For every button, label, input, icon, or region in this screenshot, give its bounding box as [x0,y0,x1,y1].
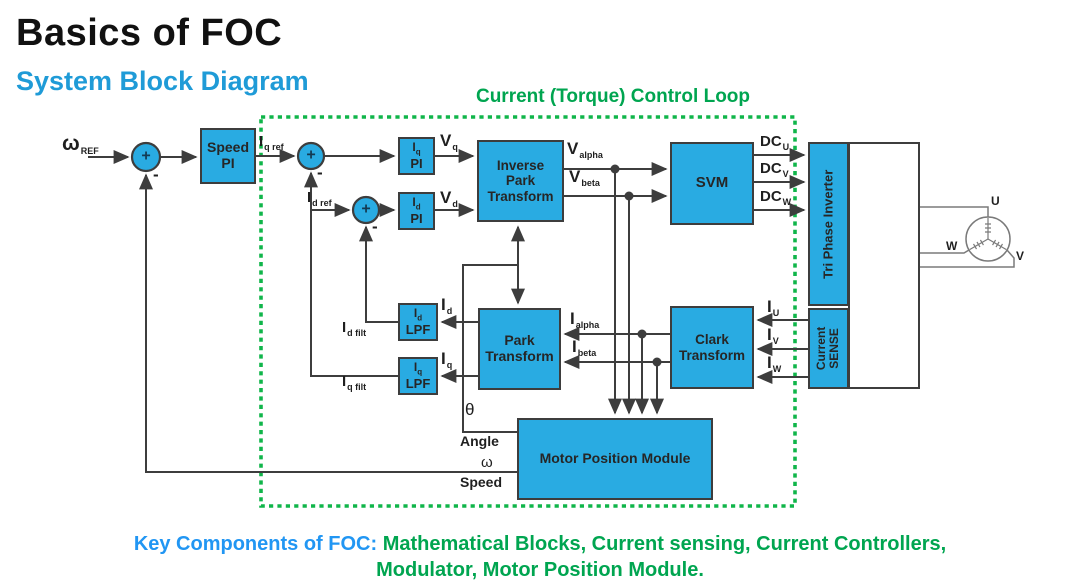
motor-circle [965,216,1011,262]
label-i-v: IV [767,325,779,346]
block-label: Tri Phase Inverter [820,169,836,279]
motor-wire-v [920,249,1015,268]
label-omega-ref: ωREF [62,132,99,156]
label-i-u: IU [767,297,780,318]
label-speed: Speed [460,474,503,490]
block-svm: SVM [670,142,754,225]
motor-wire-u [920,206,989,217]
junction-dot [637,329,647,339]
footer-line1: Key Components of FOC: Mathematical Bloc… [133,533,947,555]
block-label: Current SENSE [814,326,842,371]
footer-lead: Key Components of FOC: [133,533,378,555]
wire-id-filt [359,225,398,323]
block-iq-pi: Iq PI [398,137,435,175]
block-label: Park [504,332,535,349]
block-label: SVM [695,174,729,192]
label-motor-w: W [946,239,958,253]
block-label: PI [410,210,423,226]
block-clark-transform: Clark Transform [670,306,754,389]
block-label: Inverse [496,158,545,174]
label-iq-ref: Iq ref [259,133,284,152]
footer-line2: Modulator, Motor Position Module. [376,559,704,582]
wire-angle-route [462,264,518,433]
label-i-d: Id [441,295,453,316]
label-i-alpha: Ialpha [570,309,600,330]
minus-sign: - [153,165,159,184]
plus-sign: + [306,146,316,164]
block-label: Id [412,194,421,211]
page-title: Basics of FOC [16,12,283,54]
current-control-loop-label: Current (Torque) Control Loop [475,86,751,107]
block-label: Park [505,173,536,189]
wire-iq-filt [304,171,398,377]
block-label: Transform [487,188,554,204]
block-motor-position-module: Motor Position Module [517,418,713,500]
block-tri-phase-inverter: Tri Phase Inverter [808,142,849,306]
block-label: LPF [405,375,431,391]
junction-dot [610,164,620,174]
block-current-sense: Current SENSE [808,308,849,389]
summing-junction-iq [296,141,326,171]
label-vd: Vd [440,188,458,209]
block-inverse-park-transform: Inverse Park Transform [477,140,564,222]
summing-junction-speed [130,141,162,173]
label-motor-u: U [991,194,1000,208]
page-subtitle: System Block Diagram [16,66,309,96]
label-dc-u: DCU [760,133,790,152]
block-label: Transform [678,347,746,363]
block-label: Motor Position Module [539,450,691,467]
label-dc-w: DCW [760,188,792,207]
block-label: Speed [206,139,249,156]
summing-junctions [130,141,381,225]
label-motor-v: V [1016,249,1025,263]
label-vq: Vq [440,131,458,152]
wire-speed-feedback [139,173,517,473]
label-iq-filt: Iq filt [342,373,367,392]
label-id-filt: Id filt [342,319,367,338]
junction-dot [624,191,634,201]
junction-dot [652,357,662,367]
motor-wire-w [920,249,970,254]
block-label: LPF [405,321,431,337]
label-dc-v: DCV [760,160,789,179]
label-i-q: Iq [441,349,453,370]
block-label: PI [221,155,235,171]
minus-sign: - [317,163,323,182]
label-v-beta: Vbeta [569,167,600,188]
inverter-box [848,142,920,389]
motor-windings [969,218,1007,251]
wires [88,148,808,473]
label-v-alpha: Valpha [567,139,603,160]
block-park-transform: Park Transform [478,308,561,390]
label-angle: Angle [460,433,499,449]
key-components-text: Key Components of FOC: Mathematical Bloc… [0,531,1080,584]
label-i-beta: Ibeta [572,337,597,358]
block-iq-lpf: Iq LPF [398,357,438,395]
block-id-pi: Id PI [398,192,435,230]
plus-sign: + [141,147,151,165]
motor-symbol [920,206,1015,268]
label-omega: ω [481,454,493,471]
block-id-lpf: Id LPF [398,303,438,341]
label-id-ref: Id ref [307,189,332,208]
summing-junction-id [351,195,381,225]
junction-dots [610,164,662,367]
label-theta: θ [465,400,475,419]
block-label: Id [413,305,423,322]
label-i-w: IW [767,353,782,374]
block-label: Clark [695,332,729,348]
block-label: PI [410,155,423,171]
minus-sign: - [372,217,378,236]
block-label: Iq [413,359,423,376]
plus-sign: + [361,200,371,218]
block-label: Iq [412,139,421,156]
block-label: Transform [485,348,554,364]
block-speed-pi: Speed PI [200,128,256,184]
